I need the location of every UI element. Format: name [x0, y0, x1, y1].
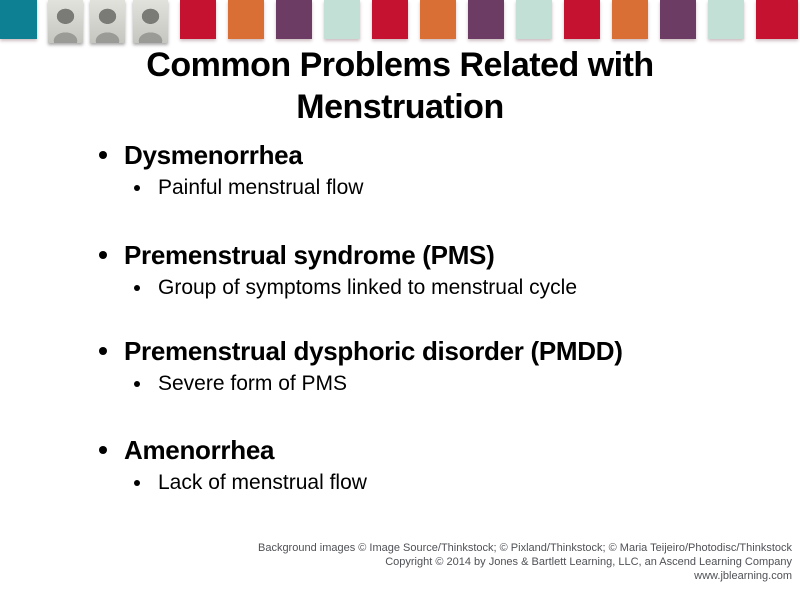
sub-bullet-label: Group of symptoms linked to menstrual cy…	[158, 276, 577, 299]
sub-bullet-label: Painful menstrual flow	[158, 176, 364, 199]
slide-title-line-1: Common Problems Related with	[146, 46, 654, 84]
banner-chip-purple-3	[660, 0, 696, 39]
footer-credits: Background images © Image Source/Thinkst…	[32, 541, 792, 583]
banner-chip-orange-3	[612, 0, 648, 39]
bullet-label: Premenstrual dysphoric disorder (PMDD)	[124, 336, 623, 366]
banner-chip-orange-2	[420, 0, 456, 39]
banner-chip-red-2	[372, 0, 408, 39]
banner-chip-mint-1	[324, 0, 360, 39]
sub-bullet-item: Lack of menstrual flow	[134, 470, 757, 496]
bullet-label: Premenstrual syndrome (PMS)	[124, 240, 495, 270]
bullet-group-pmdd: Premenstrual dysphoric disorder (PMDD) S…	[97, 336, 757, 397]
sub-bullet-item: Painful menstrual flow	[134, 175, 757, 201]
sub-bullet-item: Group of symptoms linked to menstrual cy…	[134, 275, 757, 301]
bullet-group-pms: Premenstrual syndrome (PMS) Group of sym…	[97, 240, 757, 301]
bullet-dot-icon	[99, 446, 107, 454]
sub-bullet-label: Severe form of PMS	[158, 372, 348, 395]
bullet-label: Dysmenorrhea	[124, 140, 303, 170]
bullet-dot-icon	[134, 381, 140, 387]
banner-chip-mint-2	[516, 0, 552, 39]
bullet-group-dysmenorrhea: Dysmenorrhea Painful menstrual flow	[97, 140, 757, 201]
bullet-dot-icon	[99, 347, 107, 355]
bullet-group-amenorrhea: Amenorrhea Lack of menstrual flow	[97, 435, 757, 496]
bullet-dot-icon	[99, 251, 107, 259]
elderly-woman-portrait-photo	[90, 0, 125, 43]
bullet-dot-icon	[134, 285, 140, 291]
banner-chip-purple-2	[468, 0, 504, 39]
sub-bullet-label: Lack of menstrual flow	[158, 471, 367, 494]
footer-copyright: Copyright © 2014 by Jones & Bartlett Lea…	[385, 556, 792, 568]
banner-chip-teal	[0, 0, 37, 39]
banner-chip-red-4	[756, 0, 798, 39]
bullet-dot-icon	[99, 151, 107, 159]
bullet-dot-icon	[134, 480, 140, 486]
bullet-label: Amenorrhea	[124, 435, 275, 465]
slide-title-line-2: Menstruation	[296, 88, 504, 126]
footer-website: www.jblearning.com	[694, 570, 792, 582]
bullet-dot-icon	[134, 185, 140, 191]
young-woman-portrait-photo	[133, 0, 168, 43]
baby-portrait-photo	[48, 0, 83, 43]
bullet-item: Premenstrual syndrome (PMS)	[97, 240, 757, 270]
bullet-item: Dysmenorrhea	[97, 140, 757, 170]
footer-image-credits: Background images © Image Source/Thinkst…	[257, 542, 792, 554]
slide-title: Common Problems Related with Menstruatio…	[0, 44, 800, 128]
sub-bullet-item: Severe form of PMS	[134, 371, 757, 397]
banner-chip-orange-1	[228, 0, 264, 39]
bullet-item: Amenorrhea	[97, 435, 757, 465]
banner-chip-red-3	[564, 0, 600, 39]
bullet-item: Premenstrual dysphoric disorder (PMDD)	[97, 336, 757, 366]
banner-chip-mint-3	[708, 0, 744, 39]
banner-chip-purple-1	[276, 0, 312, 39]
banner-chip-red-1	[180, 0, 216, 39]
top-banner	[0, 0, 800, 46]
